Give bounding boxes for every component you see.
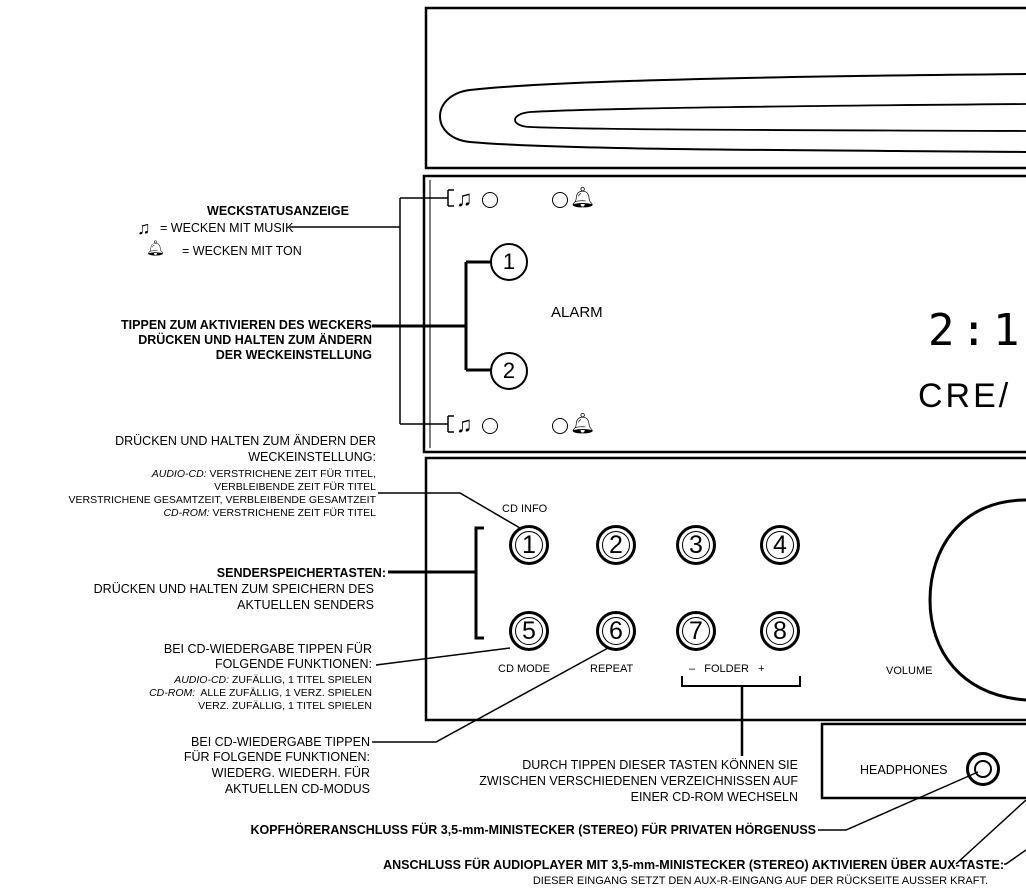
display-panel-outline <box>422 174 1026 454</box>
disc-panel-outline <box>424 6 1026 170</box>
cd-mode-line4-text: ALLE ZUFÄLLIG, 1 VERZ. SPIELEN <box>195 687 372 699</box>
volume-label: VOLUME <box>886 665 933 677</box>
alarm-tap-line2: DRÜCKEN UND HALTEN ZUM ÄNDERN <box>138 333 372 347</box>
aux-line2: DIESER EINGANG SETZT DEN AUX-R-EINGANG A… <box>532 875 988 887</box>
disc-slot-inner <box>514 103 1026 132</box>
preset-button-2[interactable]: 2 <box>596 525 636 565</box>
headphones-callout: KOPFHÖRERANSCHLUSS FÜR 3,5-mm-MINISTECKE… <box>250 823 816 837</box>
cd-info-line6-text: VERSTRICHENE ZEIT FÜR TITEL <box>209 507 376 519</box>
volume-knob <box>928 498 1026 702</box>
cd-info-line1: DRÜCKEN UND HALTEN ZUM ÄNDERN DER <box>115 434 376 448</box>
preset-button-1[interactable]: 1 <box>509 525 549 565</box>
audio-cd-label: AUDIO-CD: <box>174 674 230 686</box>
music-note-icon: ♫ <box>137 218 151 238</box>
bell-icon: 🔔︎ <box>570 413 596 435</box>
cd-rom-label: CD-ROM: <box>149 687 196 699</box>
brand-logo: CRE/ <box>918 377 1012 415</box>
preset-button-4[interactable]: 4 <box>760 525 800 565</box>
wake-status-title: WECKSTATUSANZEIGE <box>207 204 349 218</box>
cd-info-label: CD INFO <box>502 503 548 515</box>
cd-info-line3-text: VERSTRICHENE ZEIT FÜR TITEL, <box>206 468 376 480</box>
indicator-light <box>482 418 498 434</box>
headphones-panel-outline <box>820 722 1026 800</box>
alarm-button-2[interactable]: 2 <box>490 352 528 390</box>
alarm-tap-line1: TIPPEN ZUM AKTIVIEREN DES WECKERS <box>121 318 372 332</box>
control-panel-outline <box>424 456 1026 722</box>
aux-line1: ANSCHLUSS FÜR AUDIOPLAYER MIT 3,5-mm-MIN… <box>383 858 1004 872</box>
headphones-label: HEADPHONES <box>860 763 948 777</box>
jack-inner-ring <box>974 760 992 778</box>
cd-info-line5: VERSTRICHENE GESAMTZEIT, VERBLEIBENDE GE… <box>68 494 376 506</box>
presets-title: SENDERSPEICHERTASTEN: <box>216 566 386 580</box>
bell-icon: 🔔︎ <box>570 187 596 209</box>
clock-display: 2:1 <box>928 305 1026 356</box>
preset-button-3[interactable]: 3 <box>676 525 716 565</box>
indicator-light <box>552 418 568 434</box>
presets-line3: AKTUELLEN SENDERS <box>237 598 374 612</box>
preset-button-6[interactable]: 6 <box>596 611 636 651</box>
alarm-label: ALARM <box>551 304 603 321</box>
alarm-tap-line3: DER WECKEINSTELLUNG <box>215 348 372 362</box>
cd-mode-line3-text: ZUFÄLLIG, 1 TITEL SPIELEN <box>229 674 372 686</box>
cd-info-line2: WECKEINSTELLUNG: <box>248 450 376 464</box>
cd-info-line3: AUDIO-CD: VERSTRICHENE ZEIT FÜR TITEL, <box>10 468 376 480</box>
indicator-light <box>482 192 498 208</box>
repeat-line4: AKTUELLEN CD-MODUS <box>224 782 370 796</box>
cd-info-line6: CD-ROM: VERSTRICHENE ZEIT FÜR TITEL <box>10 507 376 519</box>
cd-mode-line1: BEI CD-WIEDERGABE TIPPEN FÜR <box>163 642 372 656</box>
preset-button-5[interactable]: 5 <box>509 611 549 651</box>
wake-tone-text: = WECKEN MIT TON <box>182 244 302 258</box>
cd-mode-line2: FOLGENDE FUNKTIONEN: <box>215 657 372 671</box>
cd-rom-label: CD-ROM: <box>163 507 210 519</box>
repeat-line2: FÜR FOLGENDE FUNKTIONEN: <box>183 750 370 764</box>
audio-cd-label: AUDIO-CD: <box>151 468 207 480</box>
preset-button-7[interactable]: 7 <box>676 611 716 651</box>
headphones-jack[interactable] <box>966 752 1000 786</box>
indicator-light <box>552 192 568 208</box>
folder-label: – FOLDER + <box>689 663 765 675</box>
cd-mode-line3: AUDIO-CD: ZUFÄLLIG, 1 TITEL SPIELEN <box>40 674 372 686</box>
folder-line1: DURCH TIPPEN DIESER TASTEN KÖNNEN SIE <box>522 758 798 772</box>
repeat-label: REPEAT <box>590 663 634 675</box>
cd-mode-line4: CD-ROM: ALLE ZUFÄLLIG, 1 VERZ. SPIELEN <box>40 687 372 699</box>
presets-line2: DRÜCKEN UND HALTEN ZUM SPEICHERN DES <box>93 582 374 596</box>
music-note-icon: ♫ <box>456 186 473 211</box>
cd-mode-label: CD MODE <box>498 663 550 675</box>
folder-line2: ZWISCHEN VERSCHIEDENEN VERZEICHNISSEN AU… <box>479 774 798 788</box>
repeat-line3: WIEDERG. WIEDERH. FÜR <box>211 766 370 780</box>
cd-mode-line5: VERZ. ZUFÄLLIG, 1 TITEL SPIELEN <box>198 700 372 712</box>
cd-info-line4: VERBLEIBENDE ZEIT FÜR TITEL <box>214 481 376 493</box>
bell-icon: 🔔︎ <box>146 240 166 257</box>
repeat-line1: BEI CD-WIEDERGABE TIPPEN <box>191 735 370 749</box>
wake-music-text: = WECKEN MIT MUSIK <box>160 221 294 235</box>
disc-slot <box>439 73 1026 153</box>
folder-line3: EINER CD-ROM WECHSELN <box>630 790 798 804</box>
music-note-icon: ♫ <box>456 412 473 437</box>
alarm-button-1[interactable]: 1 <box>490 243 528 281</box>
preset-button-8[interactable]: 8 <box>760 611 800 651</box>
